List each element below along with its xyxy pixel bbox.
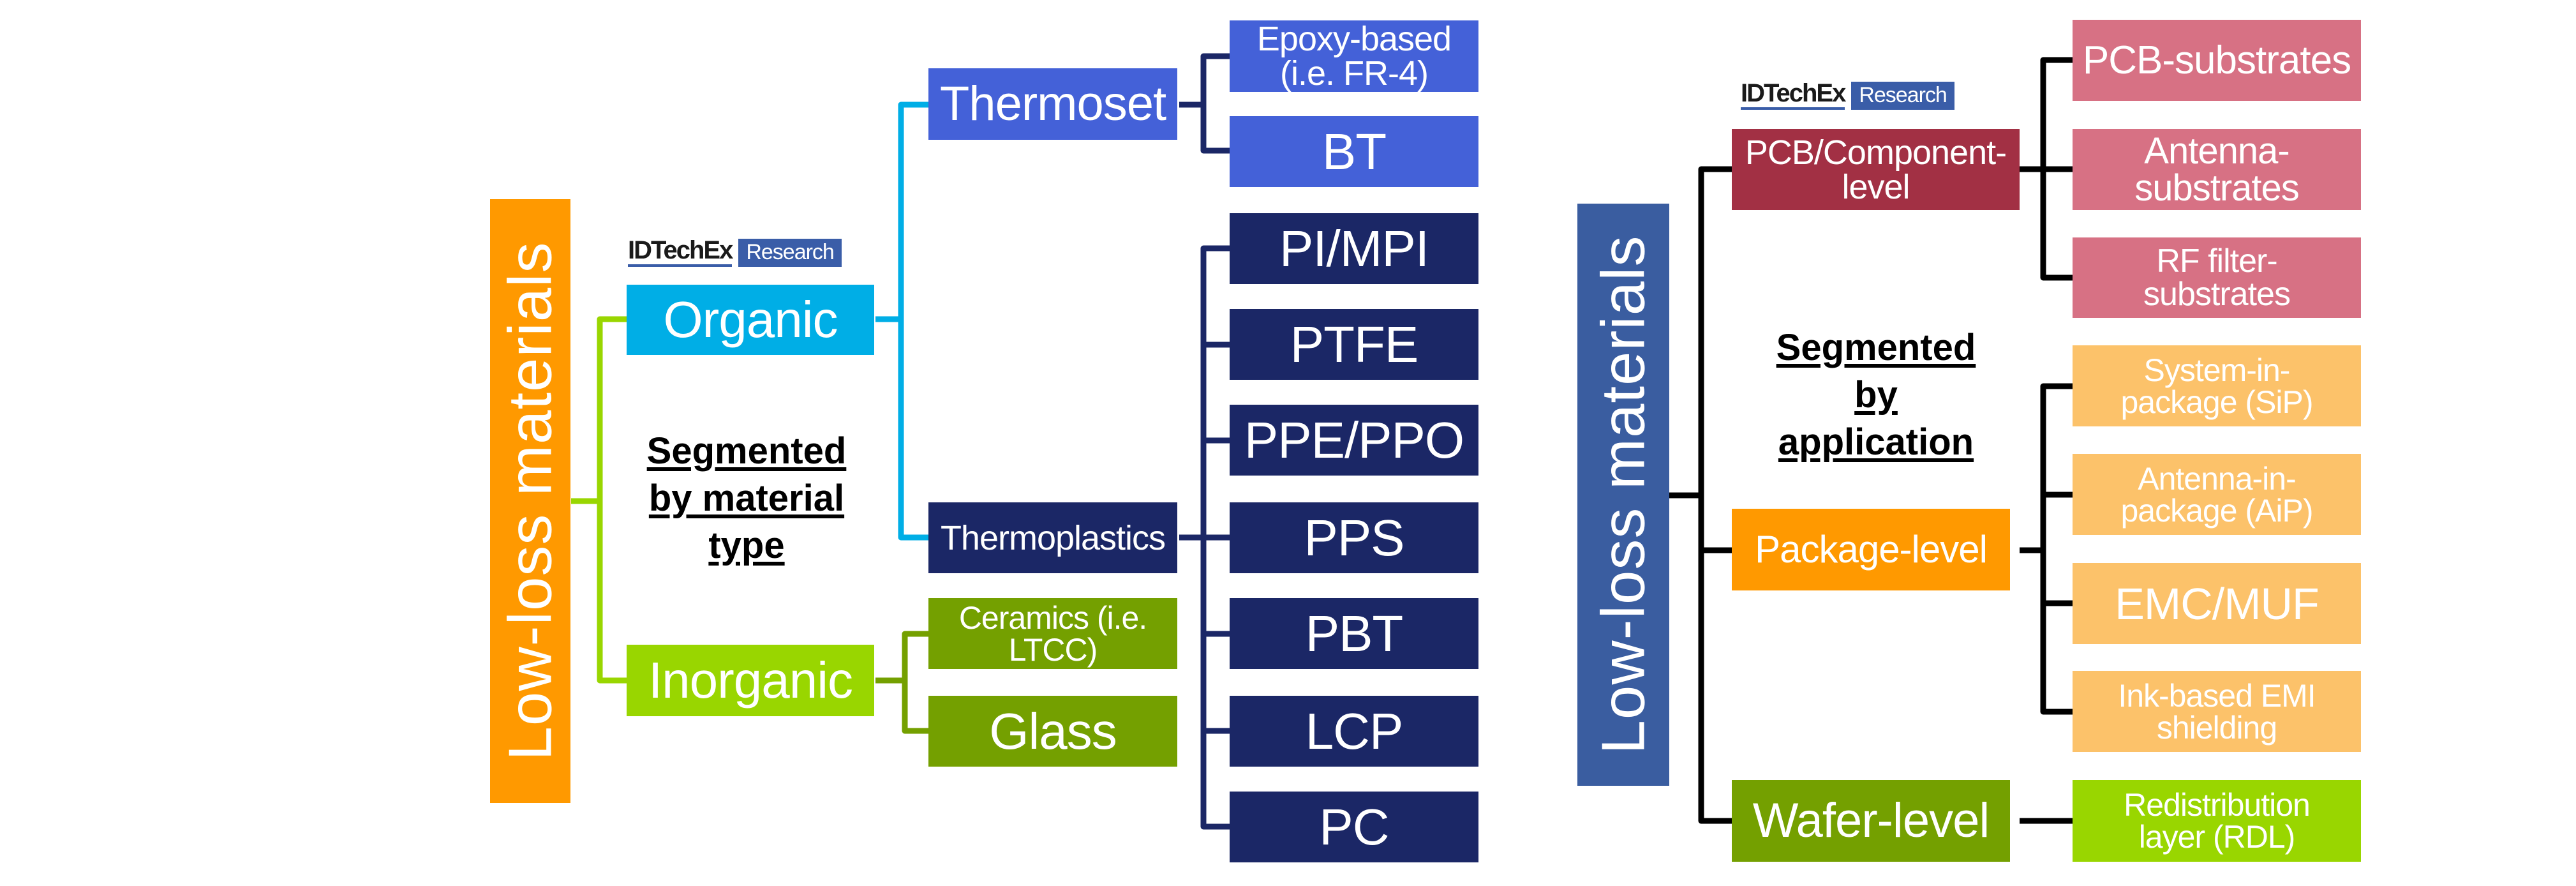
logo-tag: Research [1851, 82, 1954, 110]
segment-label-material-type: Segmented by material type [646, 430, 847, 567]
node-epoxy-based: Epoxy-based (i.e. FR-4) [1230, 20, 1478, 92]
node-thermoset: Thermoset [928, 68, 1177, 140]
node-redistribution-layer: Redistribution layer (RDL) [2073, 780, 2361, 862]
idtechex-logo-left: IDTechEx Research [628, 237, 842, 267]
node-pc: PC [1230, 792, 1478, 862]
node-glass: Glass [928, 696, 1177, 767]
root-label: Low-loss materials [1589, 235, 1657, 755]
root-node-right: Low-loss materials [1577, 204, 1669, 786]
node-package-level: Package-level [1732, 509, 2010, 590]
node-antenna-in-package: Antenna-in- package (AiP) [2073, 454, 2361, 535]
node-ink-based-emi-shielding: Ink-based EMI shielding [2073, 671, 2361, 752]
segment-label-application: Segmented by application [1776, 327, 1976, 463]
connector-root-levels [1669, 166, 1732, 824]
node-organic: Organic [627, 285, 874, 355]
node-antenna-substrates: Antenna- substrates [2073, 129, 2361, 210]
logo-brand: IDTechEx [1741, 80, 1846, 110]
node-pbt: PBT [1230, 598, 1478, 669]
logo-tag: Research [738, 239, 842, 267]
node-ptfe: PTFE [1230, 309, 1478, 380]
node-pi-mpi: PI/MPI [1230, 213, 1478, 284]
node-ceramics: Ceramics (i.e. LTCC) [928, 598, 1177, 669]
node-ppe-ppo: PPE/PPO [1230, 405, 1478, 476]
node-bt: BT [1230, 116, 1478, 187]
node-lcp: LCP [1230, 696, 1478, 767]
node-pcb-component-level: PCB/Component- level [1732, 129, 2020, 210]
node-thermoplastics: Thermoplastics [928, 502, 1177, 573]
node-wafer-level: Wafer-level [1732, 780, 2010, 862]
node-emc-muf: EMC/MUF [2073, 563, 2361, 644]
connector-root-organic-inorganic [571, 316, 627, 684]
node-inorganic: Inorganic [627, 645, 874, 716]
logo-brand: IDTechEx [628, 237, 733, 267]
node-system-in-package: System-in- package (SiP) [2073, 345, 2361, 426]
connector-package-children [2020, 383, 2073, 715]
connector-thermoset-children [1179, 53, 1230, 154]
root-node-left: Low-loss materials [490, 199, 570, 803]
node-pcb-substrates: PCB-substrates [2073, 20, 2361, 101]
connector-organic-children [875, 101, 928, 541]
connector-inorganic-children [875, 631, 928, 734]
node-pps: PPS [1230, 502, 1478, 573]
node-rf-filter-substrates: RF filter- substrates [2073, 237, 2361, 318]
connector-thermoplastic-children [1179, 245, 1230, 830]
idtechex-logo-right: IDTechEx Research [1741, 80, 1954, 110]
root-label: Low-loss materials [496, 241, 564, 761]
connector-pcb-children [2020, 57, 2073, 281]
